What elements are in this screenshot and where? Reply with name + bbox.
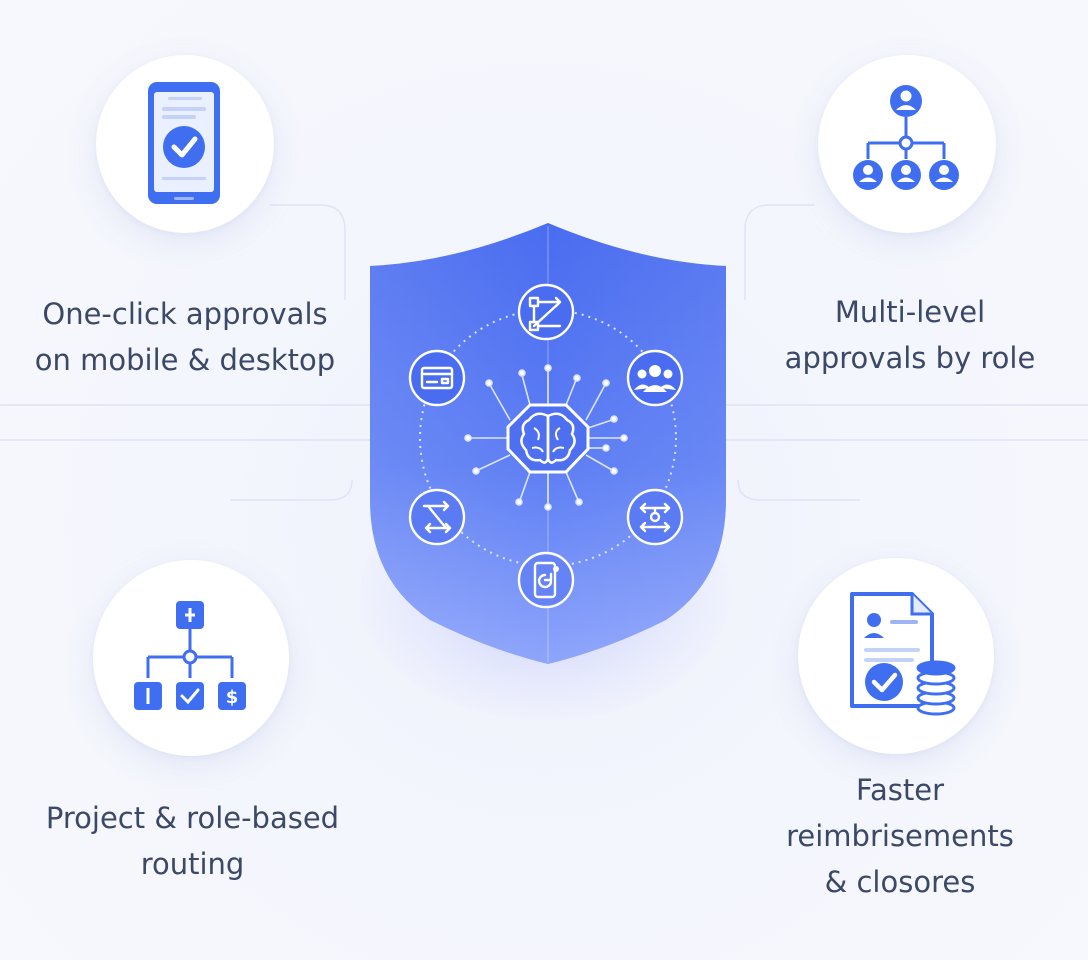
ai-brain-chip-icon [506, 403, 590, 474]
team-icon [626, 349, 684, 407]
mobile-sync-icon [517, 551, 575, 609]
feature-label-faster-reimbursements: Faster reimbrisements & closores [760, 767, 1040, 905]
routing-tree-bubble: $ [93, 560, 289, 756]
label-line: Project & role-based [45, 801, 340, 835]
mobile-approval-bubble [96, 55, 274, 233]
feature-label-role-based-routing: Project & role-based routing [20, 795, 365, 887]
workflow-icon [517, 283, 575, 341]
split-arrows-icon [408, 488, 466, 546]
label-line: reimbrisements [786, 819, 1014, 853]
routing-arrows-icon [626, 488, 684, 546]
label-line: Faster [855, 773, 945, 807]
org-hierarchy-icon [853, 85, 959, 190]
label-line: Multi-level [834, 295, 986, 329]
feature-label-multi-level-approvals: Multi-level approvals by role [750, 289, 1070, 381]
org-hierarchy-bubble [818, 55, 996, 233]
label-line: & closores [824, 865, 976, 899]
card-icon [408, 349, 466, 407]
document-coins-bubble [798, 558, 994, 754]
mobile-approval-icon [148, 82, 220, 204]
label-line: routing [140, 847, 245, 881]
label-line: One-click approvals [42, 297, 328, 331]
label-line: on mobile & desktop [34, 343, 336, 377]
svg-text:$: $ [226, 687, 239, 708]
document-coins-icon [850, 592, 956, 716]
feature-label-one-click-approvals: One-click approvals on mobile & desktop [5, 291, 365, 383]
label-line: approvals by role [784, 341, 1036, 375]
routing-tree-icon: $ [134, 601, 246, 710]
